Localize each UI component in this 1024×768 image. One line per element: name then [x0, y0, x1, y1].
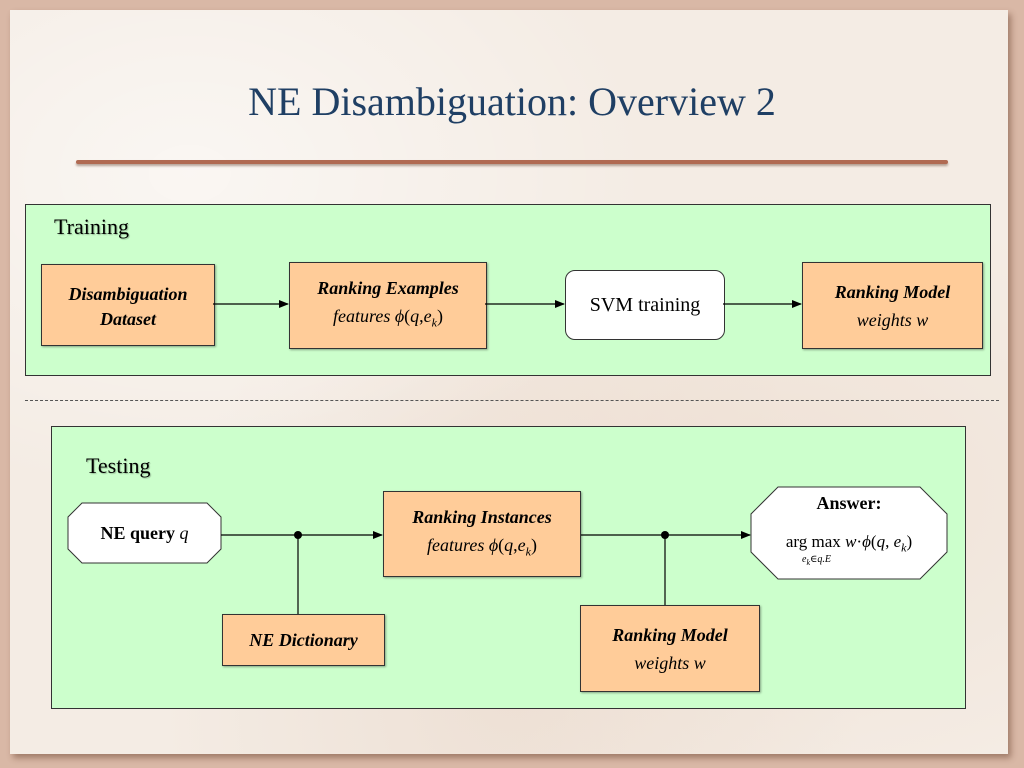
- testing-model-title: Ranking Model: [612, 624, 728, 645]
- model-junction-dot: [661, 531, 669, 539]
- dataset-line1: Disambiguation: [68, 284, 188, 304]
- section-divider: [25, 400, 999, 401]
- svm-training-box: SVM training: [565, 270, 725, 340]
- training-model-weights: weights w: [856, 309, 929, 330]
- ne-query-octagon: [67, 502, 222, 564]
- ranking-instances-features: features ϕ(q,ek): [427, 534, 537, 559]
- disambiguation-dataset-box: Disambiguation Dataset: [41, 264, 215, 346]
- testing-label: Testing: [86, 453, 151, 478]
- dataset-line2: Dataset: [100, 309, 156, 329]
- ranking-examples-box: Ranking Examples features ϕ(q,ek): [289, 262, 487, 349]
- answer-label: Answer:: [816, 493, 882, 513]
- testing-model-weights: weights w: [634, 652, 706, 673]
- training-ranking-model-box: Ranking Model weights w: [802, 262, 983, 349]
- ne-dictionary-label: NE Dictionary: [249, 630, 358, 650]
- answer-octagon: [750, 486, 948, 580]
- ne-dictionary-box: NE Dictionary: [222, 614, 385, 666]
- answer-subscript: ek∈q.E: [802, 554, 832, 567]
- testing-ranking-model-box: Ranking Model weights w: [580, 605, 760, 692]
- ranking-examples-title: Ranking Examples: [317, 278, 459, 299]
- answer-formula: arg max w·ϕ(q, ek): [785, 532, 913, 555]
- ne-query-text: NE query q: [100, 522, 189, 543]
- dictionary-junction-dot: [294, 531, 302, 539]
- title-underline: [76, 160, 948, 164]
- slide-title: NE Disambiguation: Overview 2: [248, 79, 776, 124]
- ranking-instances-box: Ranking Instances features ϕ(q,ek): [383, 491, 581, 577]
- training-model-title: Ranking Model: [834, 281, 951, 302]
- ranking-examples-features: features ϕ(q,ek): [333, 306, 443, 330]
- training-label: Training: [54, 214, 129, 239]
- ranking-instances-title: Ranking Instances: [412, 506, 552, 527]
